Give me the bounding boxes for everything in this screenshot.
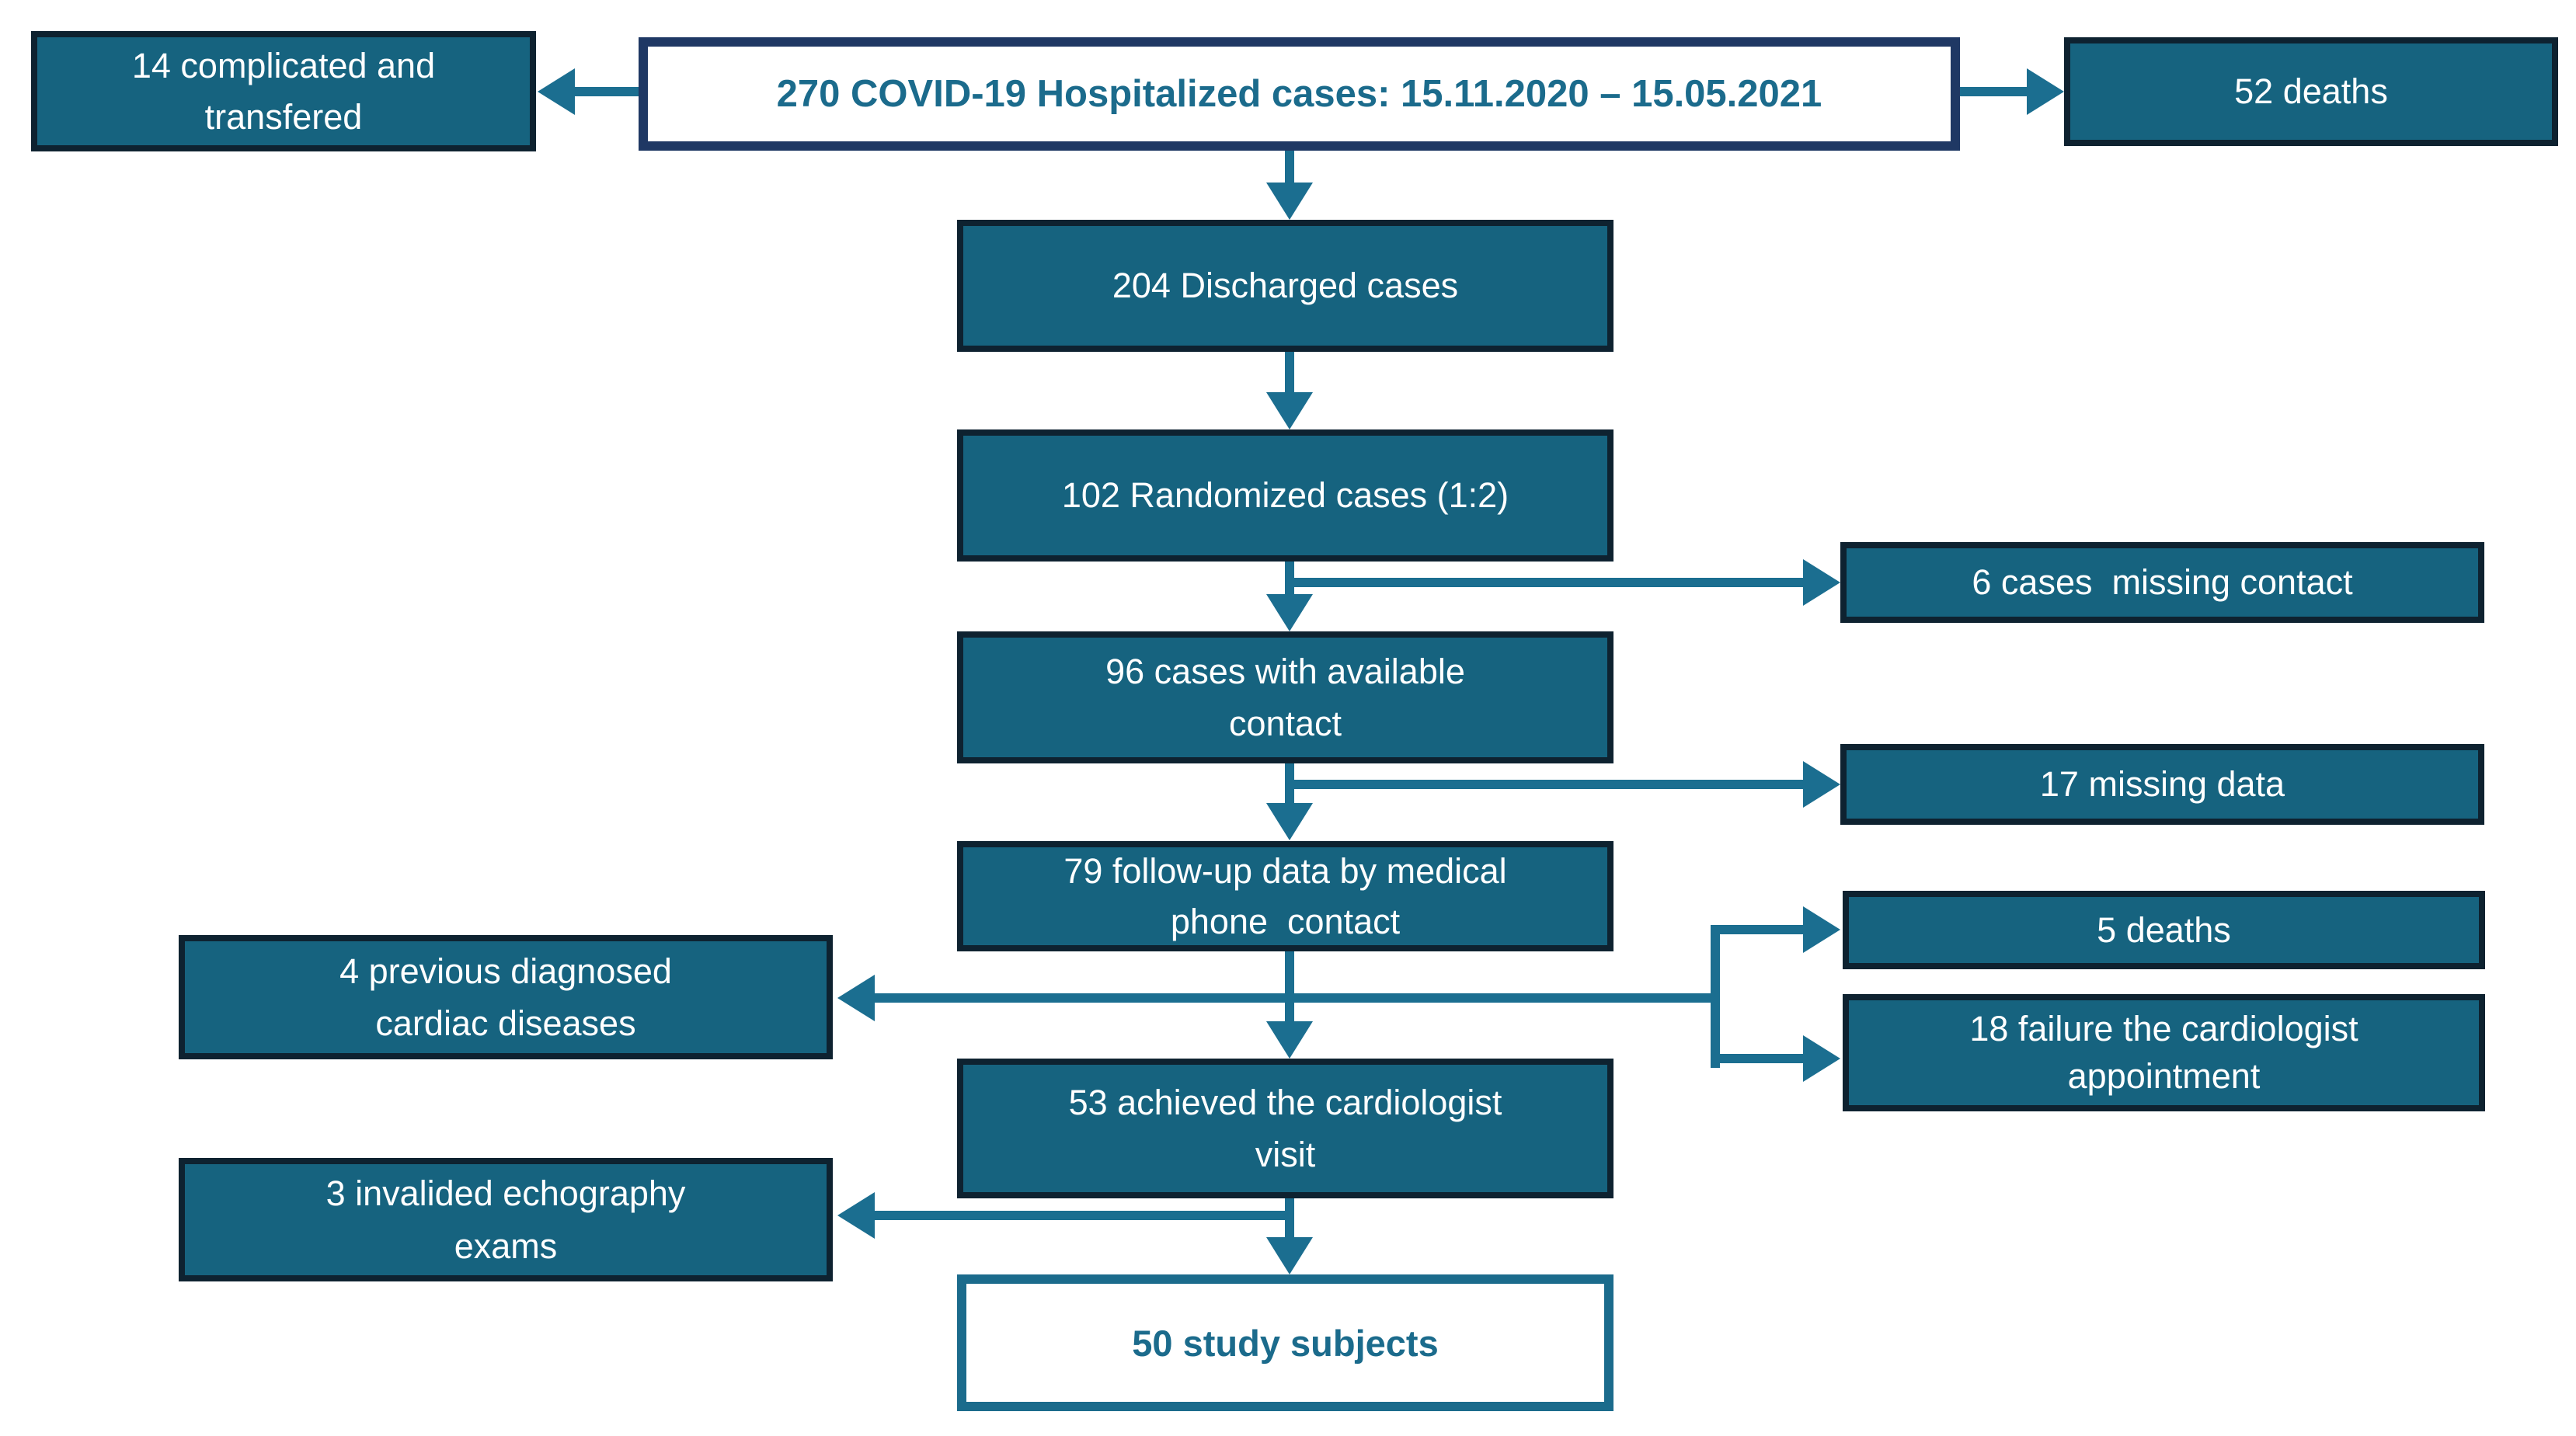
arrow-down-icon <box>1266 1021 1313 1059</box>
node-complicated-transferred: 14 complicated and transfered <box>31 31 536 151</box>
node-79-followup-phone: 79 follow-up data by medical phone conta… <box>957 841 1613 951</box>
connector-title-to-discharged <box>1285 151 1294 183</box>
node-52-deaths: 52 deaths <box>2064 37 2558 146</box>
arrow-right-icon <box>1803 1035 1840 1082</box>
node-5-deaths: 5 deaths <box>1843 891 2485 969</box>
node-hospitalized-title: 270 COVID-19 Hospitalized cases: 15.11.2… <box>639 37 1960 151</box>
arrow-down-icon <box>1266 594 1313 631</box>
node-4-previous-cardiac: 4 previous diagnosed cardiac diseases <box>179 935 833 1059</box>
connector-followup-to-visit <box>1285 951 1294 1021</box>
arrow-right-icon <box>1803 906 1840 953</box>
arrow-down-icon <box>1266 392 1313 429</box>
node-102-randomized: 102 Randomized cases (1:2) <box>957 429 1613 562</box>
arrow-right-icon <box>1803 761 1840 808</box>
node-96-available-contact: 96 cases with available contact <box>957 631 1613 763</box>
connector-followup-exclusions <box>875 993 1711 1003</box>
arrow-down-icon <box>1266 183 1313 220</box>
connector-title-to-complicated <box>575 87 639 96</box>
connector-branch-missing-data <box>1290 780 1803 789</box>
node-50-study-subjects: 50 study subjects <box>957 1274 1613 1411</box>
arrow-left-icon <box>837 1192 875 1239</box>
node-204-discharged: 204 Discharged cases <box>957 220 1613 352</box>
arrow-down-icon <box>1266 803 1313 840</box>
arrow-right-icon <box>2027 68 2064 115</box>
connector-bracket-to-5-deaths <box>1711 925 1803 934</box>
arrow-left-icon <box>837 975 875 1021</box>
connector-branch-missing-contact <box>1290 578 1803 587</box>
node-53-cardiologist-visit: 53 achieved the cardiologist visit <box>957 1059 1613 1198</box>
node-17-missing-data: 17 missing data <box>1840 744 2484 825</box>
arrow-left-icon <box>538 68 575 115</box>
connector-bracket-vertical <box>1711 925 1720 1068</box>
connector-discharged-to-randomized <box>1285 352 1294 392</box>
node-3-invalid-echo: 3 invalided echography exams <box>179 1158 833 1281</box>
connector-bracket-to-18-failure <box>1711 1054 1803 1063</box>
arrow-down-icon <box>1266 1237 1313 1274</box>
node-6-missing-contact: 6 cases missing contact <box>1840 542 2484 623</box>
connector-title-to-52-deaths <box>1960 87 2027 96</box>
connector-visit-exclusion <box>875 1211 1290 1220</box>
arrow-right-icon <box>1803 559 1840 606</box>
connector-visit-to-subjects <box>1285 1198 1294 1237</box>
node-18-failure-appointment: 18 failure the cardiologist appointment <box>1843 994 2485 1111</box>
